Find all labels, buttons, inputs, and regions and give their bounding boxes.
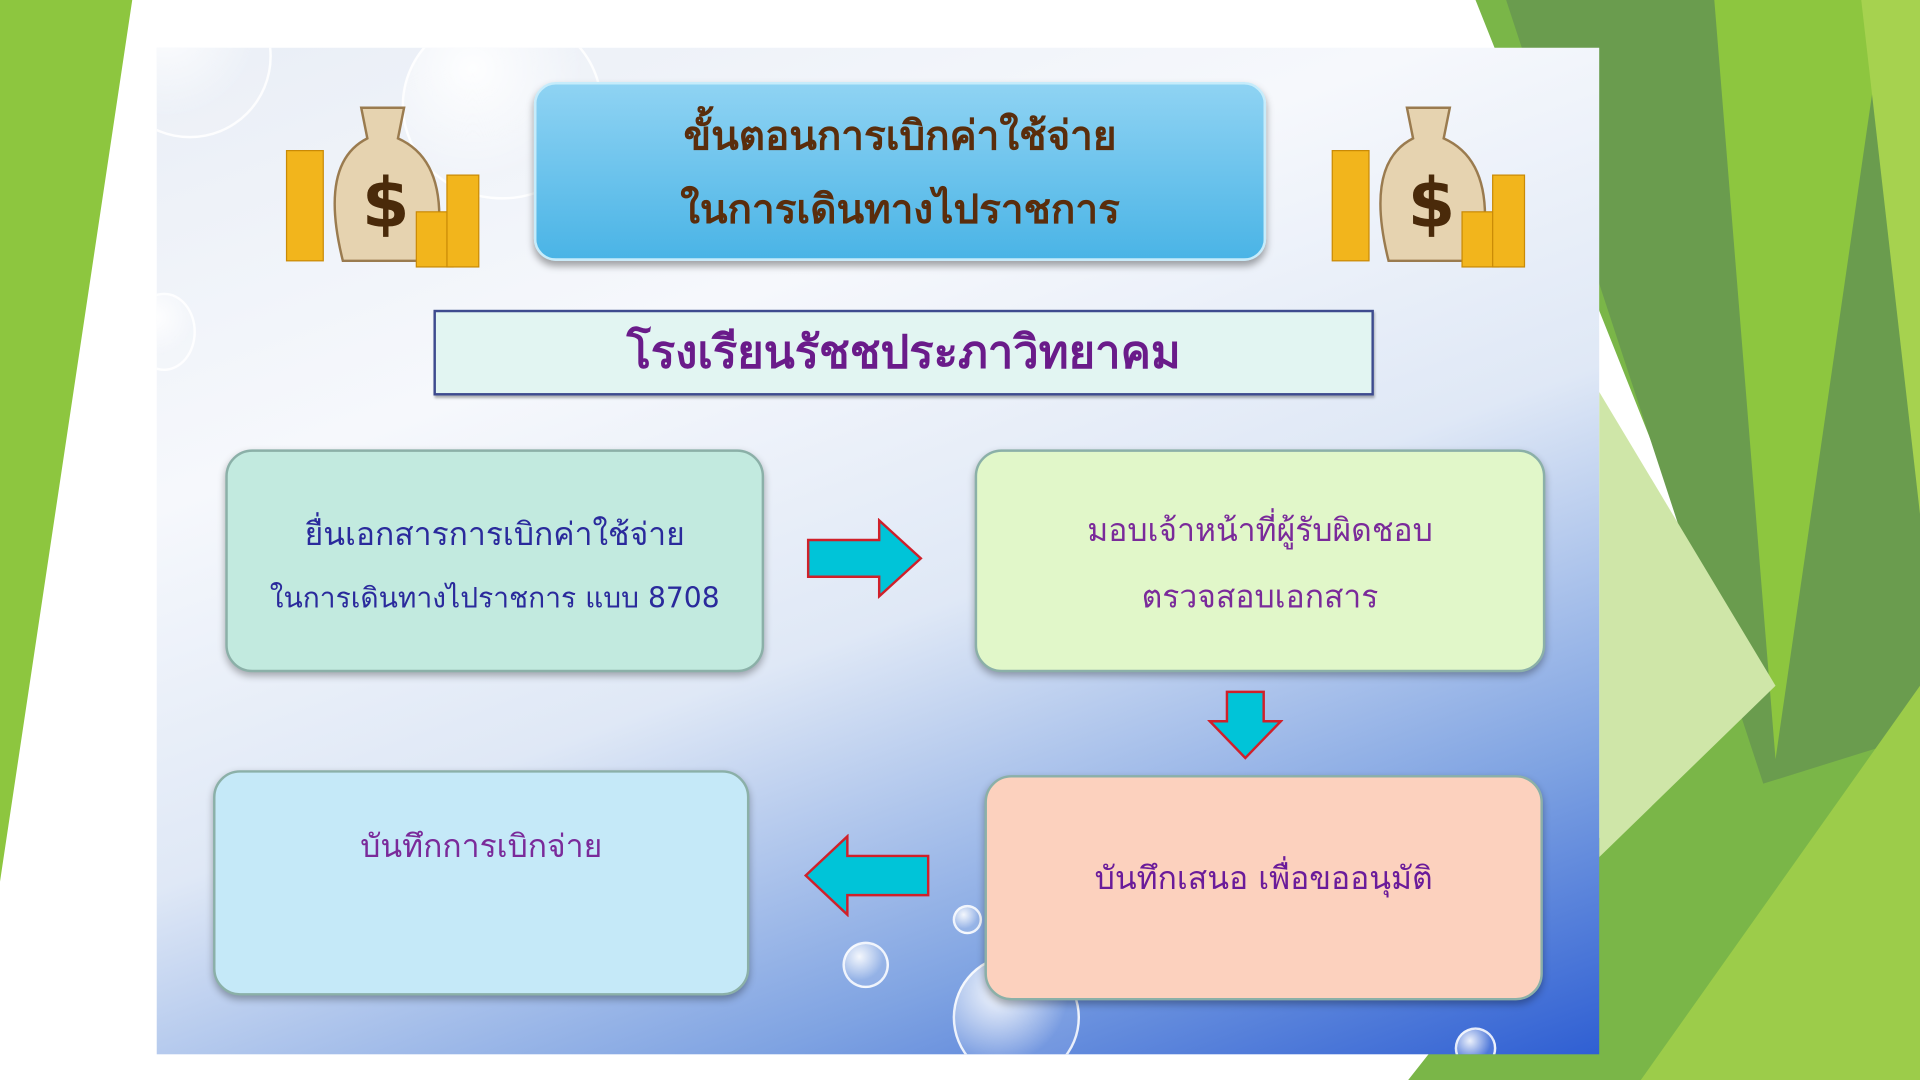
bubble (842, 941, 889, 989)
title-banner: ขั้นตอนการเบิกค่าใช้จ่าย ในการเดินทางไปร… (533, 82, 1267, 261)
money-bag-icon: $ (285, 106, 480, 268)
arrow-left-icon (803, 833, 930, 918)
step-text: ในการเดินทางไปราชการ แบบ 8708 (269, 582, 720, 615)
bubble (1454, 1027, 1497, 1055)
bubble (156, 47, 272, 139)
step-text: ตรวจสอบเอกสาร (1141, 579, 1379, 616)
step-submit-documents: ยื่นเอกสารการเบิกค่าใช้จ่าย ในการเดินทาง… (225, 449, 765, 673)
title-line1: ขั้นตอนการเบิกค่าใช้จ่าย (683, 111, 1117, 160)
bubble (156, 292, 196, 372)
step-officer-review: มอบเจ้าหน้าที่ผู้รับผิดชอบ ตรวจสอบเอกสาร (974, 449, 1546, 673)
arrow-right-icon (806, 517, 923, 599)
school-name-banner: โรงเรียนรัชชประภาวิทยาคม (433, 309, 1374, 396)
step-approval-memo: บันทึกเสนอ เพื่อขออนุมัติ (984, 775, 1543, 1001)
step-record-disbursement: บันทึกการเบิกจ่าย (213, 770, 750, 996)
money-bag-icon: $ (1331, 106, 1526, 268)
bubble (952, 904, 983, 935)
title-line2: ในการเดินทางไปราชการ (680, 184, 1120, 233)
step-text: มอบเจ้าหน้าที่ผู้รับผิดชอบ (1087, 513, 1433, 550)
svg-text:$: $ (362, 164, 410, 244)
step-text: ยื่นเอกสารการเบิกค่าใช้จ่าย (304, 516, 685, 554)
step-text: บันทึกการเบิกจ่าย (360, 828, 603, 866)
step-text: บันทึกเสนอ เพื่อขออนุมัติ (1094, 860, 1433, 898)
svg-text:$: $ (1408, 164, 1456, 244)
arrow-down-icon (1207, 690, 1284, 760)
process-infographic: $ $ ขั้นตอนการเบิกค่าใช้จ่าย ในการเดินทา… (156, 47, 1600, 1055)
